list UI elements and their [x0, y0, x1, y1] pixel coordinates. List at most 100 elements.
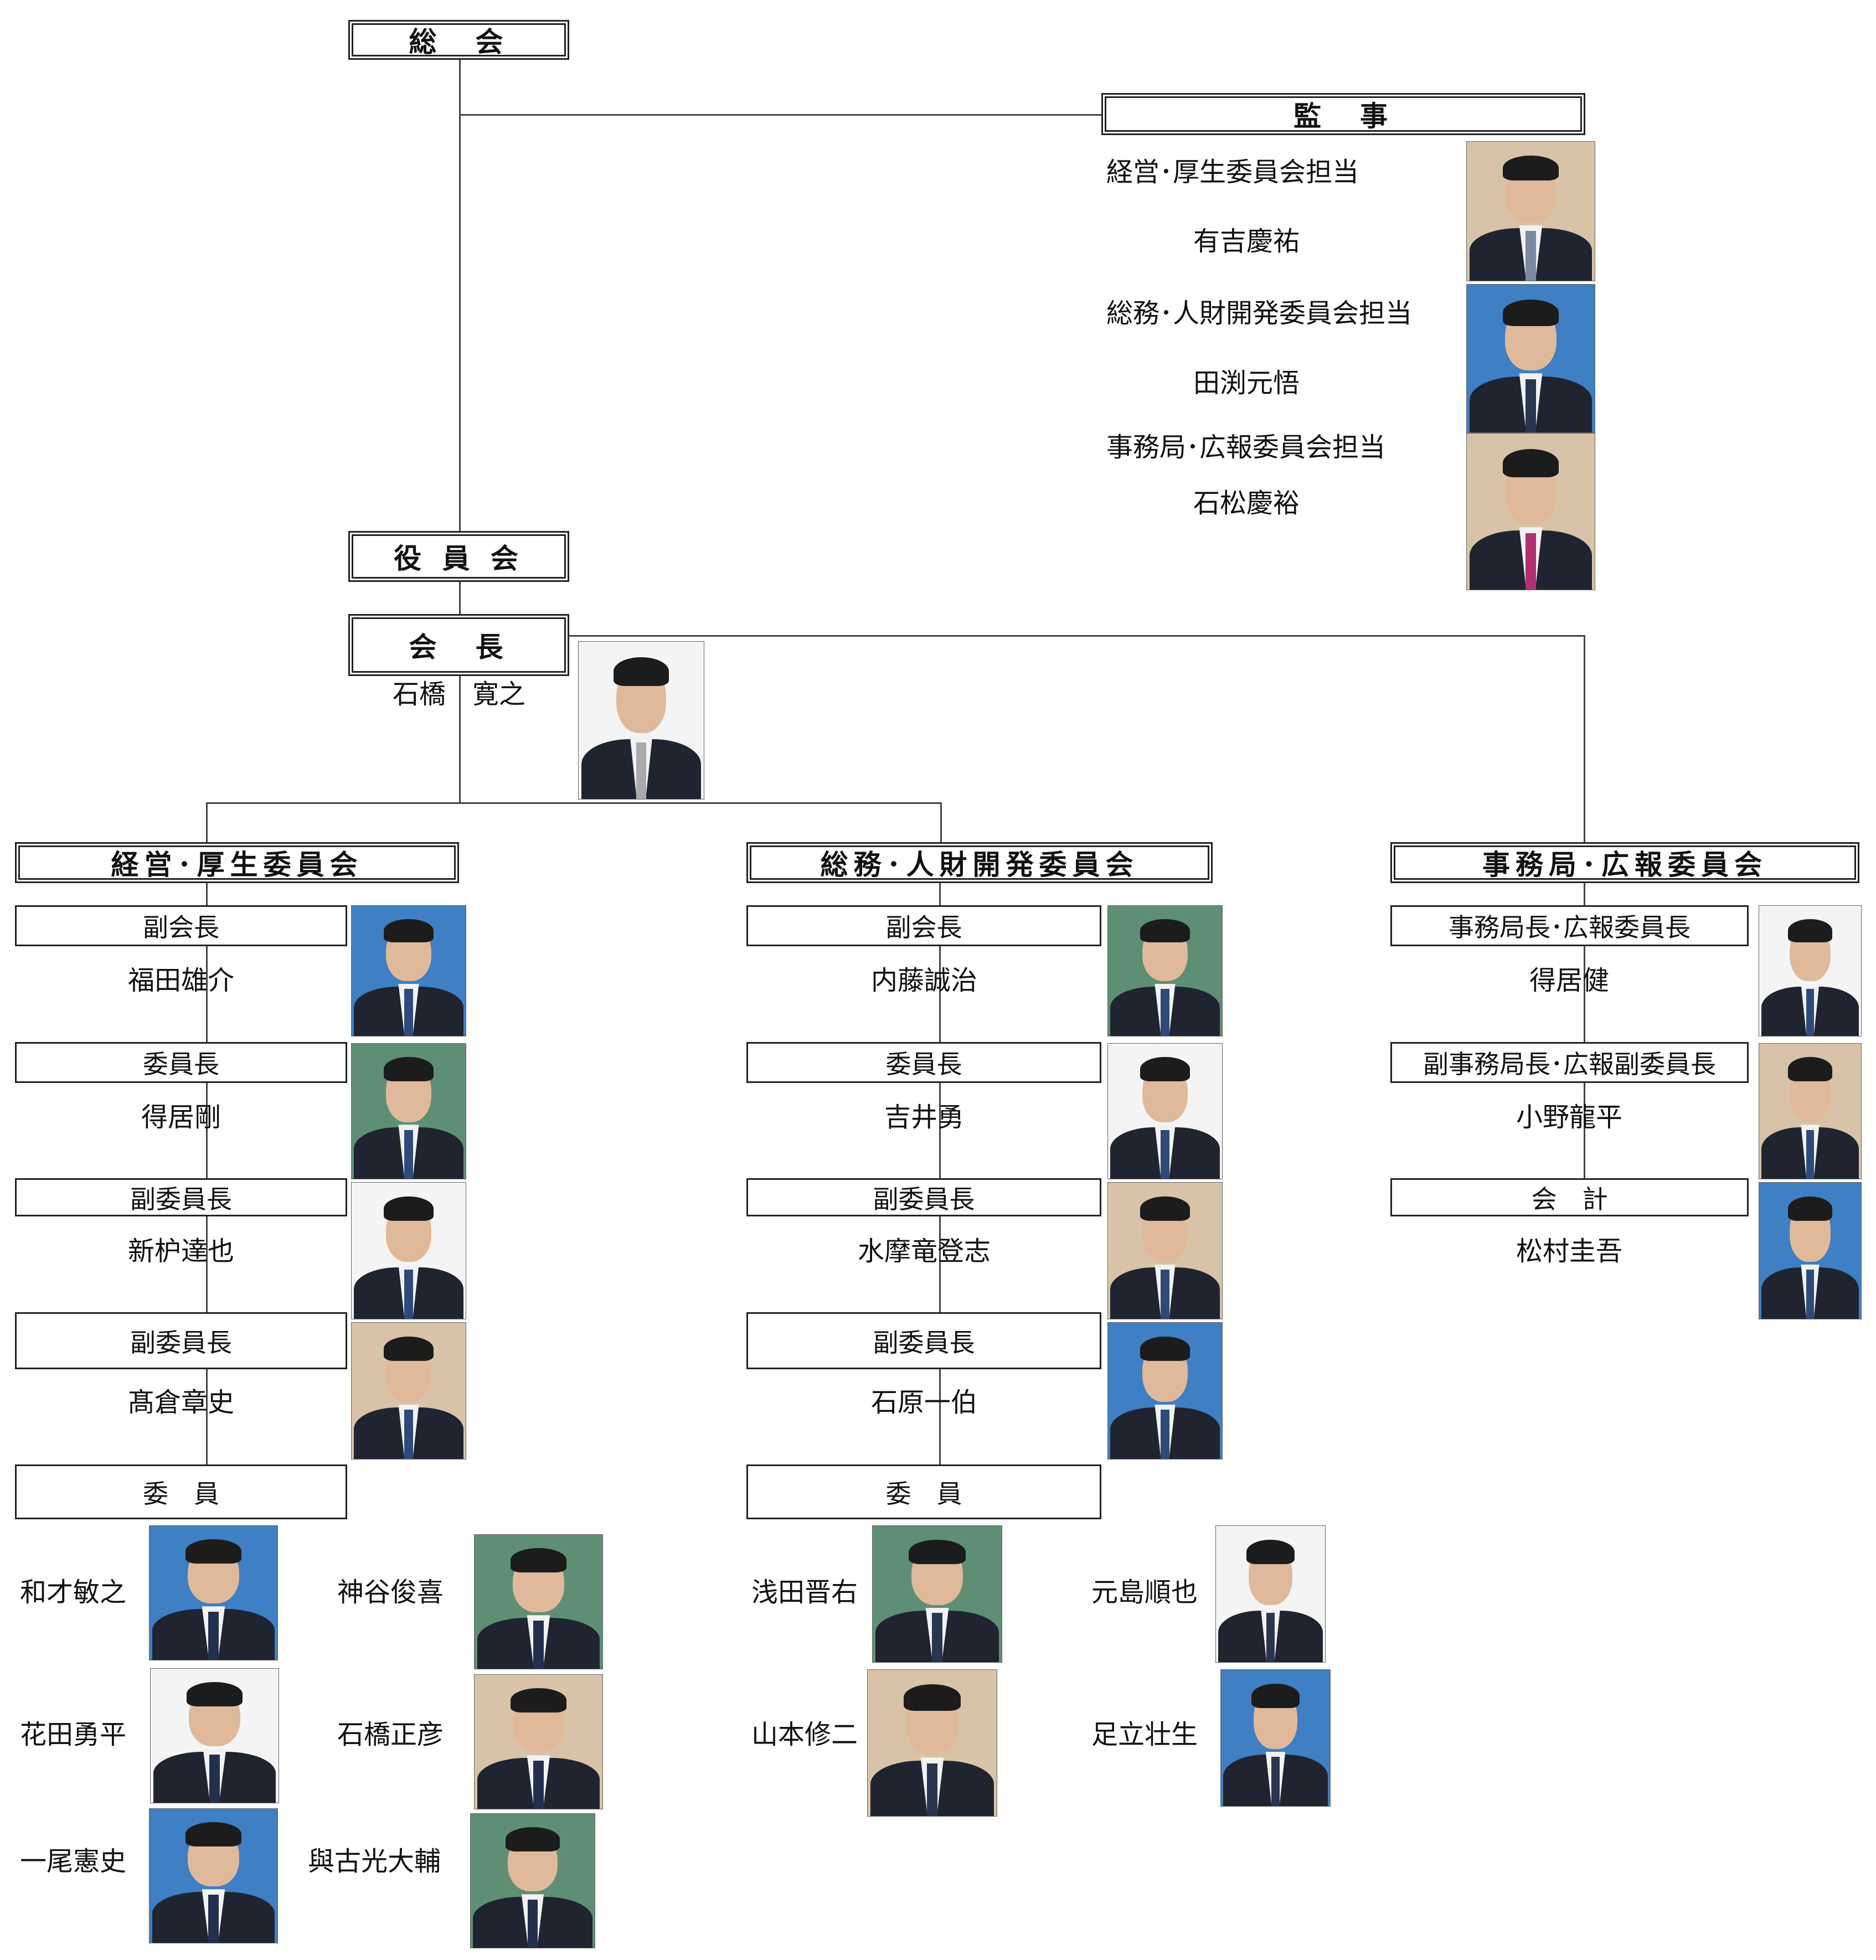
portrait-photo — [1466, 433, 1595, 590]
portrait-tie — [1806, 989, 1815, 1036]
portrait-hair — [185, 1822, 242, 1846]
general-assembly-box: 総 会 — [348, 20, 569, 60]
portrait-photo — [1466, 141, 1595, 281]
committee-1-officer-name: 新枦達也 — [127, 1236, 235, 1267]
portrait-tie — [404, 1130, 414, 1179]
committee-2-officer-role-box: 副委員長 — [746, 1312, 1101, 1369]
portrait-photo — [149, 1525, 278, 1660]
portrait-tie — [1160, 1410, 1170, 1459]
portrait-hair — [1502, 449, 1559, 477]
president-right-line — [569, 635, 1584, 637]
portrait-hair — [614, 657, 669, 686]
member-name: 和才敏之 — [20, 1577, 127, 1608]
portrait-tie — [1160, 989, 1170, 1036]
portrait-hair — [186, 1682, 243, 1706]
committee-2-officer-name: 吉井勇 — [884, 1102, 965, 1133]
portrait-hair — [510, 1688, 567, 1713]
committee-3-spine — [1584, 883, 1585, 1178]
committee-3-officer-name: 得居健 — [1529, 965, 1610, 996]
portrait-tie — [932, 1613, 942, 1662]
portrait-photo — [1107, 1182, 1223, 1319]
committee-2-officer-name: 水摩竜登志 — [857, 1236, 991, 1267]
committee-3-officer-role-box: 副事務局長･広報副委員長 — [1390, 1042, 1749, 1083]
portrait-hair — [510, 1548, 567, 1572]
portrait-tie — [208, 1894, 219, 1943]
committee-bus-line — [206, 802, 940, 804]
member-name: 神谷俊喜 — [337, 1577, 444, 1608]
committee-1-members-box: 委 員 — [15, 1464, 347, 1519]
committee-1-members-box-label: 委 員 — [143, 1478, 219, 1509]
portrait-photo — [149, 1808, 278, 1943]
board-box-label: 役 員 会 — [394, 543, 524, 575]
portrait-photo — [872, 1525, 1002, 1663]
portrait-hair — [1251, 1683, 1300, 1708]
portrait-photo — [1107, 1043, 1223, 1179]
portrait-hair — [1787, 919, 1833, 942]
committee-1-officer-role-box-label: 副委員長 — [130, 1184, 232, 1214]
committee-3-officer-role-box: 事務局長･広報委員長 — [1390, 905, 1749, 946]
portrait-hair — [1502, 156, 1559, 181]
portrait-tie — [1806, 1270, 1815, 1319]
committee-1-title-box: 経営･厚生委員会 — [15, 842, 459, 883]
committee-3-officer-name: 小野龍平 — [1516, 1102, 1623, 1133]
committee-2-officer-name: 石原一伯 — [870, 1387, 978, 1418]
portrait-hair — [505, 1827, 560, 1851]
committee-1-officer-role-box: 委員長 — [15, 1042, 347, 1083]
auditor-name: 田渕元悟 — [1193, 368, 1300, 399]
portrait-photo — [1759, 1043, 1862, 1179]
president-title-box: 会 長 — [348, 614, 569, 676]
portrait-photo — [351, 1182, 466, 1319]
committee-2-drop — [940, 802, 942, 842]
committee-3-title-box: 事務局･広報委員会 — [1390, 842, 1859, 883]
portrait-photo — [351, 905, 466, 1036]
committee-2-officer-role-box: 副会長 — [746, 905, 1101, 946]
committee-1-officer-name: 髙倉章史 — [127, 1387, 235, 1418]
committee-1-title-box-label: 経営･厚生委員会 — [111, 849, 363, 881]
committee-2-officer-role-box-label: 副委員長 — [873, 1327, 975, 1358]
auditor-name: 石松慶裕 — [1193, 488, 1300, 519]
portrait-hair — [1140, 1057, 1190, 1082]
portrait-photo — [474, 1534, 603, 1669]
portrait-hair — [383, 1336, 434, 1361]
portrait-hair — [383, 1057, 434, 1082]
portrait-hair — [1502, 299, 1559, 326]
portrait-tie — [209, 1754, 220, 1803]
committee-3-title-box-label: 事務局･広報委員会 — [1482, 849, 1767, 881]
committee-2-officer-role-box: 副委員長 — [746, 1178, 1101, 1216]
committee-3-officer-role-box-label: 会 計 — [1531, 1184, 1608, 1214]
portrait-photo — [351, 1043, 466, 1179]
portrait-photo — [1759, 905, 1862, 1036]
member-name: 與古光大輔 — [308, 1846, 441, 1877]
portrait-photo — [1107, 905, 1223, 1036]
committee-1-officer-role-box: 副委員長 — [15, 1312, 347, 1369]
portrait-tie — [208, 1611, 219, 1660]
committee-2-officer-role-box-label: 副委員長 — [873, 1184, 975, 1214]
portrait-hair — [185, 1539, 242, 1564]
portrait-hair — [1787, 1196, 1833, 1221]
portrait-photo — [351, 1322, 466, 1459]
portrait-tie — [1266, 1613, 1275, 1662]
portrait-hair — [1140, 1196, 1190, 1221]
portrait-tie — [1160, 1270, 1170, 1319]
committee-1-officer-role-box: 副委員長 — [15, 1178, 347, 1216]
committee-1-officer-name: 得居剛 — [141, 1102, 221, 1133]
committee-2-officer-name: 内藤誠治 — [870, 965, 978, 996]
portrait-hair — [383, 919, 434, 942]
portrait-hair — [1246, 1539, 1295, 1564]
committee-1-officer-role-box-label: 副委員長 — [130, 1327, 232, 1358]
committee-3-officer-name: 松村圭吾 — [1516, 1236, 1623, 1267]
auditor-role: 事務局･広報委員会担当 — [1106, 432, 1386, 463]
trunk-line — [459, 60, 461, 531]
member-name: 足立壮生 — [1091, 1719, 1198, 1750]
portrait-tie — [1525, 230, 1536, 281]
portrait-photo — [1220, 1669, 1331, 1807]
portrait-tie — [404, 1410, 414, 1459]
board-president-line — [459, 582, 461, 615]
committee-1-officer-role-box-label: 副会長 — [143, 912, 219, 942]
portrait-photo — [1107, 1322, 1223, 1459]
portrait-tie — [1160, 1130, 1170, 1179]
committee-1-officer-name: 福田雄介 — [127, 965, 235, 996]
portrait-tie — [533, 1760, 544, 1809]
committee-2-officer-role-box-label: 委員長 — [885, 1049, 962, 1079]
